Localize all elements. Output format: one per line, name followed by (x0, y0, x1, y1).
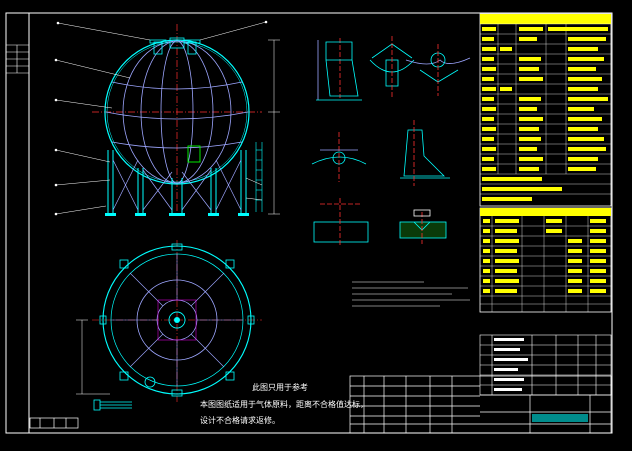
part-leader-lines (55, 21, 267, 215)
drawing-note-title: 此图只用于参考 (252, 382, 308, 392)
parts-list-table (479, 334, 612, 396)
frame-side-marks (6, 44, 29, 74)
section-detail-mid-right (400, 120, 450, 186)
section-detail-lower-right (399, 209, 447, 244)
nozzle-table (479, 207, 612, 313)
section-detail-lower-left (313, 198, 369, 246)
support-legs (107, 150, 247, 214)
revision-strip (29, 417, 79, 429)
drawing-note-line-2: 设计不合格请求返修。 (200, 415, 280, 425)
technical-notes (352, 281, 470, 307)
leg-cross-bracing (112, 159, 242, 211)
section-detail-mid-left (311, 132, 367, 182)
leg-base-plates (105, 213, 249, 216)
drawing-note-line-1: 本图图纸适用于气体原料，距离不合格值达标， (200, 399, 368, 409)
top-nozzles (149, 37, 201, 55)
sphere-shell (104, 39, 250, 185)
drawing-frame (5, 12, 613, 434)
sphere-plan-view (76, 240, 262, 402)
parts-list-text-marks (494, 338, 528, 391)
plan-spokes (111, 254, 243, 386)
design-table-cell-fills (482, 27, 608, 201)
plan-side-nozzle (144, 376, 156, 388)
design-data-table (479, 13, 612, 207)
plan-platform (157, 299, 197, 341)
plan-dimension (76, 319, 110, 395)
bolt-detail (93, 399, 132, 411)
section-detail-top-middle (369, 36, 415, 98)
title-block (349, 375, 612, 434)
height-dimension (268, 39, 280, 215)
section-detail-top-right (405, 44, 471, 96)
side-ladder (255, 142, 263, 212)
nozzle-table-cell-fills (483, 219, 606, 293)
title-block-highlight (532, 414, 588, 422)
plan-top-nozzle (168, 311, 186, 329)
leader-dots (54, 20, 268, 216)
sphere-elevation-view (54, 20, 280, 216)
plan-leg-pads (99, 243, 255, 397)
drawing-note: 此图只用于参考 本图图纸适用于气体原料，距离不合格值达标， 设计不合格请求返修。 (200, 382, 368, 425)
sphere-meridians (105, 40, 249, 184)
bottom-manway (187, 145, 201, 163)
plan-outer-ring (102, 245, 252, 395)
section-detail-top-left (316, 38, 362, 101)
